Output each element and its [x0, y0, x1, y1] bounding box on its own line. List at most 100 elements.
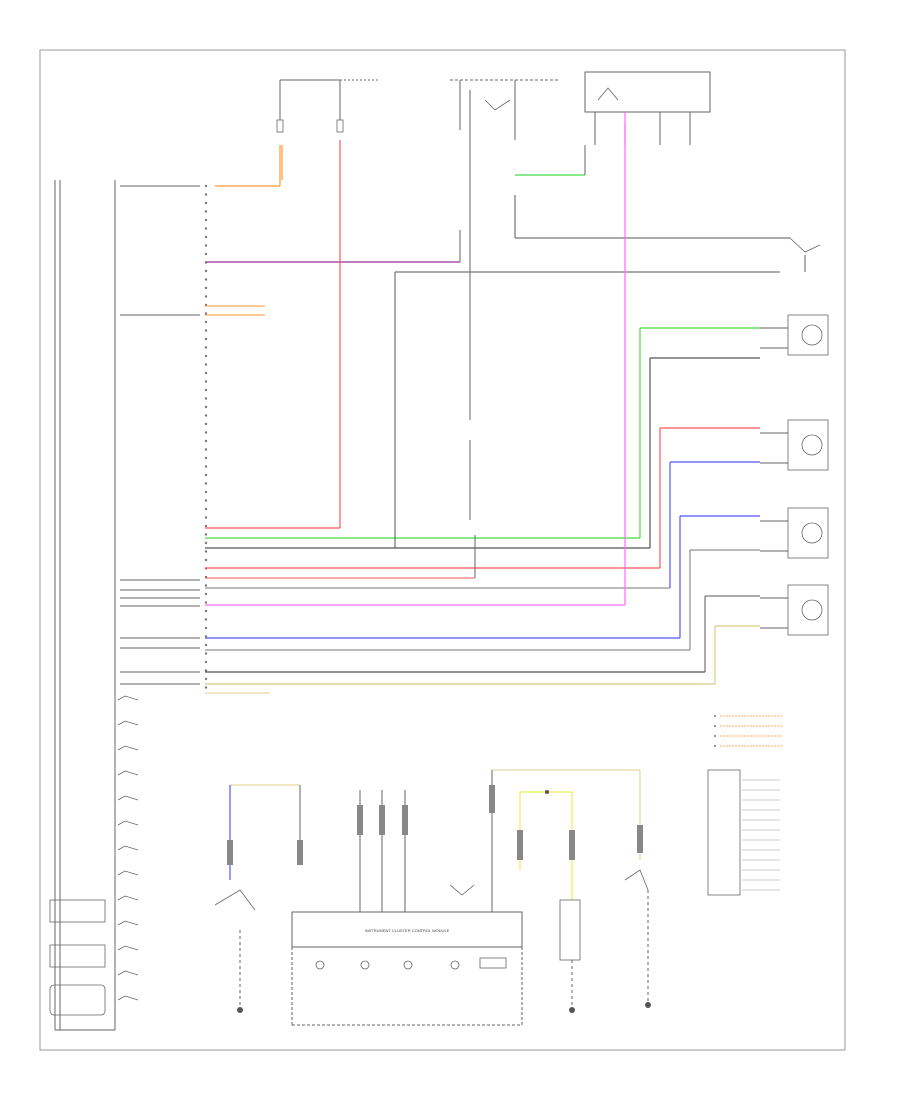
switch-icon	[117, 995, 139, 1001]
fuse-icon	[336, 119, 344, 133]
connector-pin	[204, 626, 208, 630]
connector-pin	[204, 524, 208, 528]
ground-icon	[645, 1002, 651, 1008]
switch-icon	[117, 845, 139, 851]
connector-icon	[227, 840, 233, 865]
connector-pin	[204, 414, 208, 417]
connector-pin	[204, 592, 208, 596]
diagram-border	[39, 49, 846, 1051]
control-module-left	[54, 180, 116, 1031]
connector-pin	[204, 677, 208, 681]
connector-pin	[204, 201, 208, 205]
connector-icon	[517, 830, 523, 860]
wire-harness	[120, 90, 790, 694]
indicator-lamp-row	[315, 957, 507, 970]
connector-pin	[204, 669, 208, 672]
connector-pin	[204, 643, 208, 647]
connector-pin	[204, 252, 208, 256]
connector-pin	[204, 609, 208, 613]
connector-pin	[204, 448, 208, 451]
connector-icon	[379, 805, 385, 835]
ground-icon	[569, 1007, 575, 1013]
switch-icon	[117, 870, 139, 876]
connector-pin	[204, 618, 208, 621]
connector-pin	[204, 584, 208, 587]
connector-pin	[204, 193, 208, 196]
connector-pin	[204, 652, 208, 655]
connector-pin	[204, 218, 208, 222]
connector-pin	[204, 380, 208, 383]
connector-pin	[204, 184, 208, 188]
switch-icon	[117, 695, 139, 701]
sensor-icon	[787, 419, 829, 471]
connector-pin	[204, 371, 208, 375]
switch-icon	[117, 970, 139, 976]
connector-pin	[204, 388, 208, 392]
connector-pin	[204, 337, 208, 341]
switch-icon	[117, 920, 139, 926]
connector-pin	[204, 541, 208, 545]
connector-pin	[204, 635, 208, 638]
connector-pin	[204, 473, 208, 477]
connector-pin	[204, 499, 208, 502]
connector-pin	[204, 660, 208, 664]
connector-pin	[204, 363, 208, 366]
connector-pin	[204, 550, 208, 553]
switch-icon	[117, 945, 139, 951]
connector-icon	[489, 785, 495, 813]
connector-pin	[204, 235, 208, 239]
module-title: INSTRUMENT CLUSTER CONTROL MODULE	[365, 928, 450, 933]
connector-icon	[637, 825, 643, 853]
switch-icon	[624, 869, 649, 891]
connector-pin	[204, 558, 208, 562]
connector-pin	[204, 465, 208, 468]
connector-pin	[204, 210, 208, 213]
combination-switch	[584, 71, 711, 145]
connector-pin	[204, 295, 208, 298]
switch-icon	[117, 795, 139, 801]
sensor-icon	[787, 314, 829, 356]
switch-icon	[597, 87, 619, 101]
connector-pin	[204, 686, 208, 689]
connector-pin	[204, 431, 208, 434]
switch-icon	[117, 895, 139, 901]
lamp-icon	[360, 960, 370, 970]
switch-icon	[117, 770, 139, 776]
connector-pin	[204, 533, 208, 536]
connector-pin	[204, 244, 208, 247]
connector-pin	[204, 278, 208, 281]
switch-icon	[214, 889, 256, 911]
connector-pin	[204, 405, 208, 409]
sensor-icon	[559, 899, 581, 961]
connector-pin	[204, 456, 208, 460]
fuse-icon	[276, 119, 284, 133]
right-lower-pin-list	[707, 769, 780, 896]
cluster-connectors	[357, 769, 643, 912]
instrument-cluster-box: INSTRUMENT CLUSTER CONTROL MODULE	[291, 911, 523, 1026]
sensor-icon	[787, 507, 829, 559]
connector-pin	[204, 397, 208, 400]
connector-pin	[204, 601, 208, 604]
connector-pin	[204, 507, 208, 511]
connector-icon	[297, 840, 303, 865]
connector-icon	[402, 805, 408, 835]
switch-icon	[117, 820, 139, 826]
connector-pin	[204, 227, 208, 230]
connector-pin	[204, 422, 208, 426]
connector-pin	[204, 482, 208, 485]
small-pin-connector	[714, 715, 782, 747]
connector-icon	[357, 805, 363, 835]
bottom-left-sensor	[214, 784, 303, 1013]
left-switch-stack	[117, 695, 139, 1001]
switch-icon	[117, 745, 139, 751]
connector-icon	[569, 830, 575, 860]
hot-at-all-times-relay	[450, 79, 560, 140]
lamp-icon	[450, 960, 460, 970]
lamp-icon	[403, 960, 413, 970]
ground-icon	[237, 1007, 243, 1013]
connector-pin	[204, 516, 208, 519]
connector-pin	[204, 354, 208, 358]
switch-icon	[789, 237, 821, 253]
connector-pin	[204, 286, 208, 290]
